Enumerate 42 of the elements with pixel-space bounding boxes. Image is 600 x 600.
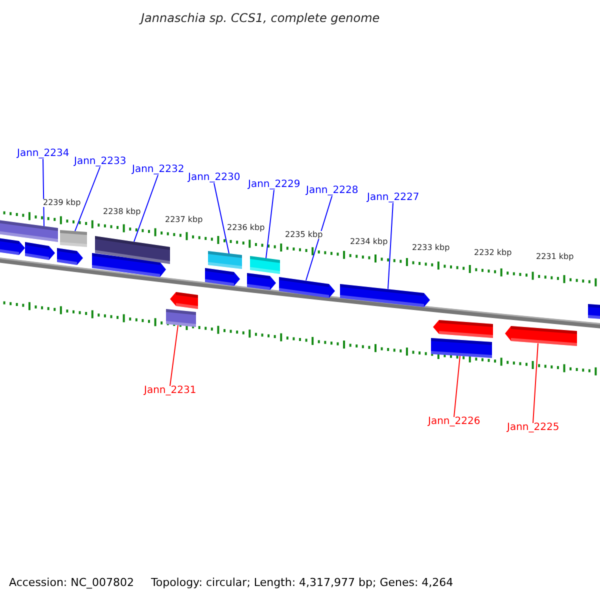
gene-label: Jann_2233 <box>74 157 126 167</box>
gene-label: Jann_2227 <box>367 193 420 203</box>
gene-feature <box>166 309 196 327</box>
gene-label: Jann_2229 <box>248 180 300 190</box>
leader-line <box>388 202 394 290</box>
gene-label: Jann_2225 <box>507 423 560 433</box>
title: Jannaschia sp. CCS1, complete genome <box>141 12 380 24</box>
scale-label: 2236 kbp <box>226 224 266 232</box>
leader-line <box>134 174 158 242</box>
leader-line <box>170 324 178 386</box>
gene-feature <box>95 236 170 264</box>
scale-label: 2231 kbp <box>535 253 575 261</box>
scale-label: 2239 kbp <box>42 199 82 207</box>
leader-line <box>42 158 44 227</box>
accession-text: Accession: NC_007802 <box>9 577 134 588</box>
gene-feature <box>505 326 577 346</box>
gene-label: Jann_2228 <box>306 186 358 196</box>
scale-label: 2235 kbp <box>284 231 324 239</box>
gene-feature <box>340 284 430 307</box>
leader-line <box>532 342 538 424</box>
leader-line <box>214 182 230 254</box>
gene-label: Jann_2226 <box>428 417 480 427</box>
leader-line <box>306 196 332 281</box>
gene-feature <box>250 256 280 274</box>
gene-feature <box>279 277 335 298</box>
leader-line <box>266 190 274 259</box>
genome-info-text: Topology: circular; Length: 4,317,977 bp; Genes: 4,264 <box>151 577 454 588</box>
gene-label: Jann_2232 <box>132 165 184 175</box>
gene-feature <box>0 220 58 242</box>
scale-label: 2232 kbp <box>473 249 513 257</box>
gene-label: Jann_2230 <box>188 173 240 183</box>
gene-label: Jann_2231 <box>144 386 196 396</box>
leader-line <box>74 166 100 232</box>
gene-feature <box>60 230 87 247</box>
gene-feature <box>208 251 242 269</box>
gene-label: Jann_2234 <box>17 149 70 159</box>
scale-label: 2234 kbp <box>349 238 389 246</box>
scale-label: 2238 kbp <box>102 208 142 216</box>
leader-line <box>454 355 460 418</box>
scale-label: 2233 kbp <box>411 244 451 252</box>
scale-label: 2237 kbp <box>164 216 204 224</box>
gene-feature <box>431 338 492 358</box>
